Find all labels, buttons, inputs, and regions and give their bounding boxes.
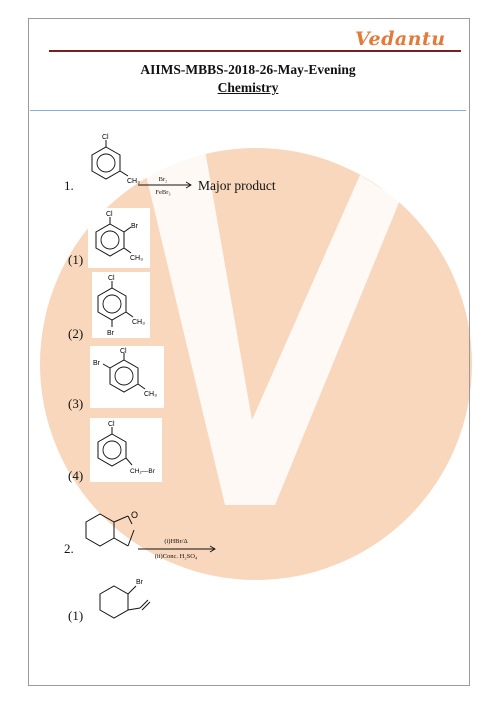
reaction-arrow [138,181,192,189]
q1-option-label-2: (2) [68,326,84,341]
header-divider [30,110,466,111]
q1-reagent-top: Br₂ [158,176,168,183]
subject-title: Chemistry [217,80,279,95]
page-border [28,18,470,686]
q1-option-label-1: (1) [68,252,84,267]
br-label: Br [136,579,144,586]
header-rule [49,50,461,52]
q1-option-label-4: (4) [68,468,84,483]
q2-reagent-bottom: (ii)Conc. H₂SO₄ [154,553,198,560]
q1-option-2-structure: Cl CH₃ Br [92,272,150,338]
ch3-label: CH₃ [144,391,157,398]
oxygen-label: O [131,510,138,520]
cl-label: Cl [108,421,115,428]
q2-option-label-1: (1) [68,608,84,623]
br-label: Br [107,330,115,337]
question-number-2: 2. [64,541,74,556]
q2-reagent-top: (i)HBr/Δ [164,538,188,545]
q2-option-1-structure: Br [99,579,151,619]
ch3-label: CH₃ [127,178,140,185]
reaction-arrow [138,545,216,553]
cl-label: Cl [108,275,115,282]
vedantu-logo: Vedantu [355,28,446,50]
cl-label: Cl [102,134,109,141]
question-number-1: 1. [64,178,74,193]
page-title: AIIMS-MBBS-2018-26-May-Evening [140,62,356,77]
q2-reactant-structure: O [85,510,138,547]
q1-option-label-3: (3) [68,396,84,411]
q1-option-1-structure: Cl Br CH₃ [88,208,150,268]
major-product-text: Major product [198,178,276,193]
cl-label: Cl [120,348,127,355]
br-label: Br [93,360,101,367]
q1-option-3-structure: Cl Br CH₃ [90,346,164,408]
br-label: Br [131,223,139,230]
cl-label: Cl [106,211,113,218]
ch3-label: CH₃ [130,255,143,262]
q1-reagent-bottom: FeBr₃ [155,189,171,196]
q1-reactant-structure: Cl CH₃ [91,134,140,185]
ch2br-label: CH₂—Br [130,468,156,475]
q1-option-4-structure: Cl CH₂—Br [90,418,162,482]
ch3-label: CH₃ [132,319,145,326]
